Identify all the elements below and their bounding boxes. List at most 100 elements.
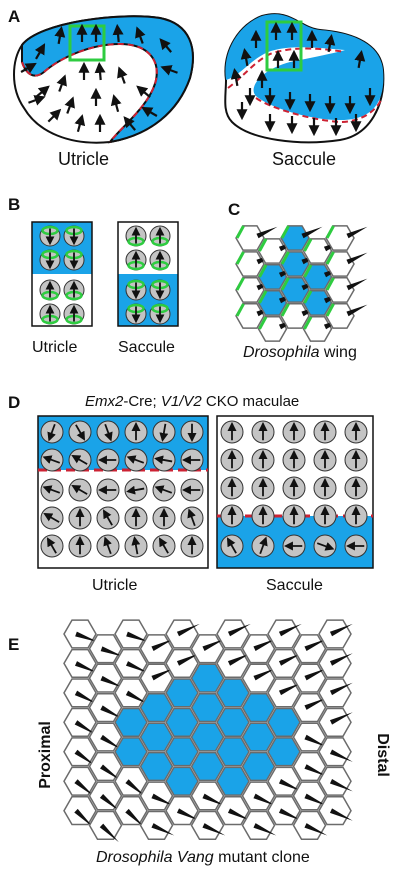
proximal-edge-marker bbox=[235, 277, 245, 291]
proximal-edge-marker bbox=[258, 290, 268, 304]
wing-cell bbox=[325, 303, 355, 329]
polarity-arrow bbox=[42, 455, 61, 464]
panel-e: E Proximal Distal Drosophila Vang mutant… bbox=[8, 619, 391, 866]
saccule-hair-cell bbox=[344, 476, 368, 500]
utricle-polarity-arrow bbox=[47, 108, 62, 123]
wing-cell bbox=[88, 810, 123, 840]
utricle-hair-cell bbox=[68, 534, 92, 558]
saccule-cells-b bbox=[125, 225, 171, 325]
wing-cell bbox=[235, 251, 265, 277]
utricle-hair-cell bbox=[152, 478, 176, 502]
utricle-hair-cell bbox=[63, 303, 85, 325]
utricle-hair-cell bbox=[63, 249, 85, 271]
wing-cell bbox=[165, 737, 199, 767]
utricle-hair-cell bbox=[180, 478, 204, 502]
wing-hair bbox=[256, 226, 278, 239]
polarity-arrow bbox=[126, 485, 145, 495]
utricle-polarity-arrow bbox=[74, 114, 86, 133]
proximal-edge-marker bbox=[303, 264, 313, 278]
wing-cell bbox=[280, 225, 310, 251]
polarity-arrow bbox=[316, 542, 335, 551]
wing-hair bbox=[304, 668, 328, 681]
wing-hair bbox=[100, 705, 123, 719]
wing-cell bbox=[257, 290, 288, 316]
polarity-arrow bbox=[75, 424, 86, 441]
proximal-edge-marker bbox=[303, 316, 313, 330]
polarity-arrow bbox=[131, 536, 141, 555]
utricle-box-d bbox=[37, 415, 209, 569]
wing-hair bbox=[75, 631, 99, 643]
utricle-hair-cell bbox=[96, 534, 120, 558]
wing-cell bbox=[257, 264, 288, 290]
wing-cell bbox=[235, 225, 265, 251]
panel-a-letter: A bbox=[8, 7, 20, 26]
utricle-polarity-arrow bbox=[64, 96, 75, 114]
saccule-label-b: Saccule bbox=[118, 339, 175, 356]
utricle-box-d-outline bbox=[37, 415, 209, 569]
wing-cell bbox=[302, 290, 333, 316]
proximal-edge-marker bbox=[235, 251, 245, 265]
wing-hair bbox=[278, 808, 302, 821]
wing-cell bbox=[190, 722, 225, 752]
utricle-hair-cell bbox=[152, 506, 176, 530]
wing-cell bbox=[325, 225, 355, 251]
utricle-box-b-outline bbox=[31, 221, 93, 327]
utricle-box-b-blue bbox=[32, 222, 92, 274]
utricle-box-b bbox=[31, 221, 93, 327]
wing-hair bbox=[329, 778, 353, 792]
wing-hair bbox=[74, 749, 96, 766]
utricle-hair-cell bbox=[39, 249, 61, 271]
proximal-edge-marker bbox=[280, 303, 290, 317]
caption-e-rest: mutant clone bbox=[214, 849, 310, 866]
proximal-edge-marker bbox=[303, 238, 313, 252]
utricle-hair-cell bbox=[180, 506, 204, 530]
panel-d: D Emx2-Cre; V1/V2 CKO maculae Utricle Sa… bbox=[8, 393, 374, 594]
wing-hair bbox=[329, 749, 353, 762]
wing-hair bbox=[99, 823, 119, 843]
saccule-macula-a bbox=[224, 13, 385, 144]
proximal-edge-marker bbox=[235, 225, 245, 239]
utricle-hair-cell bbox=[40, 448, 64, 472]
wing-hair bbox=[253, 793, 277, 807]
saccule-hair-cell bbox=[251, 476, 275, 500]
saccule-hair-cell bbox=[251, 534, 275, 558]
utricle-hair-cell bbox=[68, 506, 92, 530]
wing-hair bbox=[304, 734, 328, 748]
wing-cell bbox=[257, 238, 288, 264]
wing-hair bbox=[100, 764, 121, 781]
proximal-edge-marker bbox=[280, 225, 290, 239]
wing-hair bbox=[125, 661, 149, 674]
polarity-arrow bbox=[71, 484, 88, 495]
proximal-label: Proximal bbox=[37, 721, 54, 789]
saccule-box-b bbox=[117, 221, 179, 327]
wing-hair bbox=[100, 734, 122, 750]
saccule-hair-cell bbox=[220, 534, 244, 558]
wing-cell bbox=[235, 277, 265, 303]
wing-cell bbox=[63, 796, 97, 826]
utricle-hair-cell bbox=[180, 534, 204, 558]
proximal-edge-marker bbox=[258, 316, 268, 330]
proximal-edge-marker bbox=[303, 290, 313, 304]
wing-cell bbox=[241, 693, 276, 723]
wing-cell bbox=[257, 316, 288, 342]
polarity-arrow bbox=[158, 537, 169, 554]
wing-cell bbox=[216, 737, 250, 767]
utricle-hair-cell bbox=[63, 225, 85, 247]
wing-cell bbox=[114, 737, 148, 767]
wing-hair bbox=[227, 653, 251, 666]
utricle-label-b: Utricle bbox=[32, 339, 77, 356]
utricle-hair-cell bbox=[124, 420, 148, 444]
title-d-part4: CKO maculae bbox=[202, 393, 300, 410]
wing-cell bbox=[325, 251, 355, 277]
utricle-hair-cell bbox=[96, 506, 120, 530]
panel-b-letter: B bbox=[8, 195, 20, 214]
wing-hair bbox=[278, 682, 302, 696]
wing-hair bbox=[176, 653, 200, 666]
polarity-arrow bbox=[43, 512, 60, 523]
wing-hair bbox=[253, 668, 277, 681]
wing-cell bbox=[235, 303, 265, 329]
utricle-label-a: Utricle bbox=[58, 149, 109, 169]
caption-c-rest: wing bbox=[319, 344, 356, 361]
caption-c-italic: Drosophila bbox=[243, 344, 320, 361]
wing-cell bbox=[165, 678, 199, 708]
